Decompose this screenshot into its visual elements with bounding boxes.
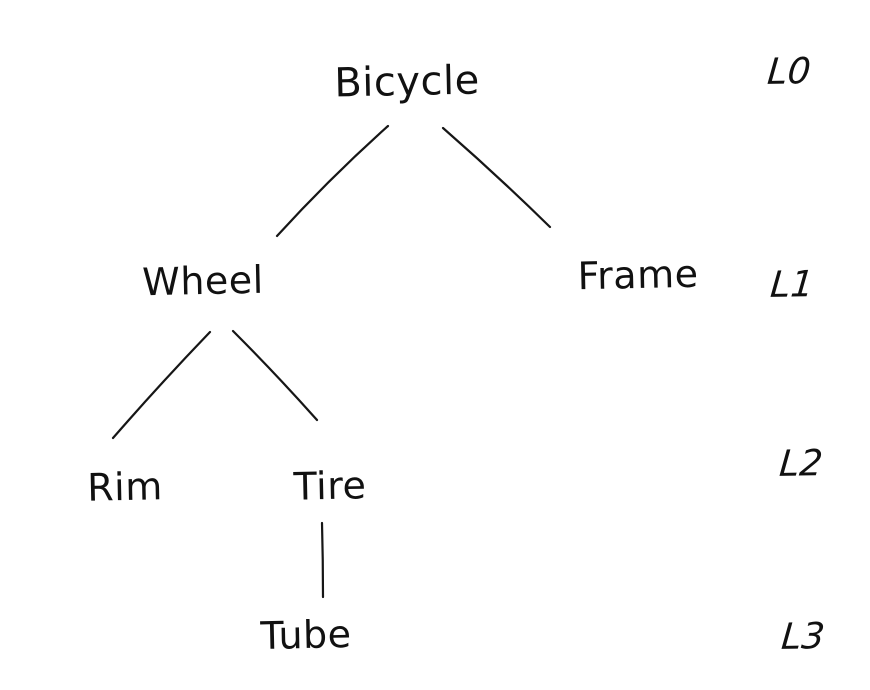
level-label-l3: L3 [779,616,827,658]
node-frame: Frame [577,251,699,299]
edge-bicycle-wheel [275,124,390,238]
level-label-l1: L1 [768,264,816,306]
node-wheel: Wheel [141,257,265,305]
edge-tire-tube [320,521,325,599]
level-label-l2: L2 [777,443,825,485]
node-rim: Rim [86,464,164,510]
node-tube: Tube [260,612,352,658]
node-tire: Tire [293,463,367,509]
edge-wheel-tire [231,329,319,422]
edge-bicycle-frame [441,126,552,229]
node-bicycle: Bicycle [333,57,481,107]
level-label-l0: L0 [765,51,813,93]
edge-wheel-rim [111,330,212,440]
